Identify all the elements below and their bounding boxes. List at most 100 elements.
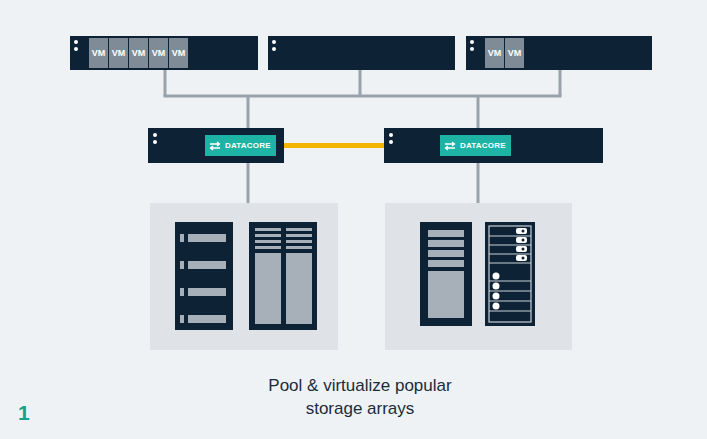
callout-number: 1	[18, 401, 30, 425]
drive-slot	[255, 246, 281, 249]
server-bar	[70, 36, 258, 70]
storage-panel	[150, 203, 338, 350]
caption: Pool & virtualize popular storage arrays	[245, 374, 475, 420]
bus-lines	[164, 70, 562, 203]
drive-icon-dot	[522, 248, 525, 251]
sync-arrows	[210, 142, 220, 150]
bus-line	[247, 96, 250, 128]
bus-line	[359, 70, 362, 96]
array-frame	[489, 226, 531, 322]
disk-icon	[493, 293, 500, 300]
shelf-line	[489, 254, 531, 255]
bus-line	[164, 70, 167, 96]
drive-icon-dot	[522, 230, 525, 233]
vm-label: VM	[488, 48, 502, 58]
shelf-lines	[489, 236, 531, 311]
vm-box: VM	[485, 38, 504, 68]
drive-icon-dots	[522, 230, 525, 260]
drive-slot	[255, 234, 281, 237]
led-dot	[389, 133, 393, 137]
vm-label: VM	[92, 48, 106, 58]
shelf-line	[489, 301, 531, 302]
led-dot	[74, 40, 78, 44]
drive-icon	[516, 228, 527, 234]
led-dot	[153, 133, 157, 137]
storage-array	[420, 222, 472, 326]
sync-icon	[209, 141, 221, 151]
vm-label: VM	[152, 48, 166, 58]
vm-box: VM	[149, 38, 168, 68]
disk-icon	[493, 273, 500, 280]
disk-icon	[493, 303, 500, 310]
drive-led	[180, 261, 184, 269]
bus-line	[164, 95, 562, 98]
drive-bays	[180, 234, 226, 323]
datacore-server: DATACORE	[384, 128, 603, 163]
sync-icon	[444, 141, 456, 151]
drive-bay	[188, 261, 226, 269]
storage-array	[485, 222, 535, 326]
drive-bays	[255, 228, 312, 324]
datacore-server: DATACORE	[148, 128, 284, 163]
shelf-line	[489, 245, 531, 246]
led-dot	[153, 140, 157, 144]
drive-icon-dot	[522, 239, 525, 242]
bus-line	[559, 70, 562, 96]
drive-slot	[428, 230, 464, 237]
bus-line	[477, 163, 480, 203]
product-name: DATACORE	[225, 141, 271, 150]
server-bar	[466, 36, 652, 70]
led-dot	[272, 47, 276, 51]
shelf-line	[489, 236, 531, 237]
drive-icon	[516, 237, 527, 243]
sync-link	[284, 143, 384, 148]
disk-icon	[493, 283, 500, 290]
drive-icon-dot	[522, 257, 525, 260]
led-dot	[389, 140, 393, 144]
shelf-line	[489, 263, 531, 264]
bus-line	[477, 96, 480, 128]
vm-box: VM	[169, 38, 188, 68]
storage-array	[249, 222, 317, 330]
drive-led	[180, 234, 184, 242]
server-bar	[268, 36, 455, 70]
drive-slot	[286, 246, 312, 249]
drive-led	[180, 315, 184, 323]
vm-label: VM	[112, 48, 126, 58]
vm-label: VM	[508, 48, 522, 58]
drive-bay	[188, 288, 226, 296]
led-dot	[272, 40, 276, 44]
drive-bays	[428, 230, 464, 318]
drive-icon	[516, 246, 527, 252]
drive-bay	[188, 315, 226, 323]
product-name: DATACORE	[460, 141, 506, 150]
drive-panel	[286, 253, 312, 324]
datacore-badge: DATACORE	[440, 135, 511, 156]
led-dot	[74, 47, 78, 51]
drive-slot	[286, 234, 312, 237]
drive-icon	[516, 255, 527, 261]
shelf-line	[489, 311, 531, 312]
sync-arrows	[445, 142, 455, 150]
storage-panel	[385, 203, 572, 350]
storage-array	[175, 222, 233, 330]
bus-line	[247, 163, 250, 203]
shelf-line	[489, 281, 531, 282]
datacore-badge: DATACORE	[205, 135, 276, 156]
vm-label: VM	[172, 48, 186, 58]
vm-box: VM	[129, 38, 148, 68]
drive-slot	[255, 240, 281, 243]
drive-slot	[428, 240, 464, 247]
drive-panel	[428, 271, 464, 318]
drive-panel	[255, 253, 281, 324]
drive-slot	[286, 228, 312, 231]
drive-slot	[428, 260, 464, 267]
vm-box: VM	[109, 38, 128, 68]
drive-slot	[255, 228, 281, 231]
led-dot	[470, 40, 474, 44]
drive-bay	[188, 234, 226, 242]
led-dot	[470, 47, 474, 51]
drive-slot	[428, 250, 464, 257]
drive-led	[180, 288, 184, 296]
